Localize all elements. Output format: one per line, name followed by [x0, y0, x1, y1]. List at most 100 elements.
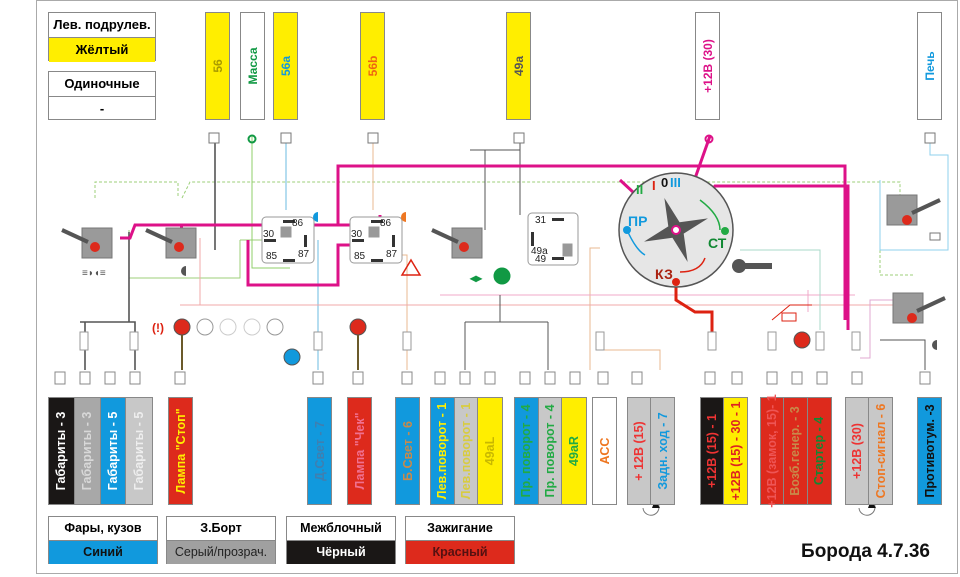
stop-warning-lamp-icon — [173, 318, 191, 336]
terminal-56a[interactable]: 56a — [273, 12, 298, 120]
relay-pin-label: 87 — [386, 249, 398, 260]
terminal-56b[interactable]: 56b — [360, 12, 385, 120]
connector-pin — [544, 371, 556, 385]
connector-pin — [434, 371, 446, 385]
type-legend-header: Одиночные — [64, 76, 140, 91]
connector-stop-signal[interactable]: +12В (30) Стоп-сигнал - 6 — [845, 397, 893, 505]
ignition-pos-0: 0 — [661, 175, 668, 190]
terminal-heater[interactable]: Печь — [917, 12, 942, 120]
connector-pin — [280, 132, 292, 144]
fuse — [402, 331, 412, 351]
side-legend-header: Лев. подрулев. — [53, 17, 151, 32]
fuse — [79, 331, 89, 351]
ignition-pos-I: I — [652, 178, 656, 193]
rear-fog-icon — [932, 340, 937, 350]
headlight-icon — [181, 266, 186, 276]
turn-indicator-lamp-icon — [493, 267, 511, 285]
relay-fog — [349, 216, 403, 264]
terminal-mass[interactable]: Масса — [240, 12, 265, 120]
switch-hazard — [431, 227, 483, 259]
legend-interblock: Межблочный Чёрный — [286, 516, 396, 564]
brake-warning-icon: (!) — [152, 321, 164, 335]
connector-left-turn[interactable]: Лев.поворот - 1 Лев.поворот - 1 49aL — [430, 397, 503, 505]
legend-header: З.Борт — [200, 521, 242, 535]
relay-pin-label: 30 — [263, 229, 275, 240]
wire-ignition — [674, 280, 714, 350]
jumper-loop — [642, 501, 660, 516]
indicator-lamp-icon — [907, 313, 917, 323]
connector-pin — [513, 132, 525, 144]
legend-tailgate: З.Борт Серый/прозрач. — [166, 516, 276, 564]
connector-pin — [129, 371, 141, 385]
switch-rear-defrost — [886, 194, 941, 226]
wire-pink — [860, 299, 895, 359]
connector-low-beam[interactable]: Б.Свет - 6 — [395, 397, 420, 505]
fog-light-icon — [401, 212, 406, 222]
switch-rear-fog — [892, 292, 946, 324]
wire-pink — [440, 290, 855, 312]
ignition-label-pr: ПР — [628, 213, 647, 229]
legend-value: Синий — [49, 540, 157, 564]
terminal-56[interactable]: 56 — [205, 12, 230, 120]
connector-pin — [519, 371, 531, 385]
connector-pin — [367, 132, 379, 144]
lamp-icon — [243, 318, 261, 336]
connector-check-lamp[interactable]: Лампа "Чек" — [347, 397, 372, 505]
key-icon — [732, 259, 772, 273]
legend-ignition: Зажигание Красный — [405, 516, 515, 564]
connector-pin — [54, 371, 66, 385]
fuse — [313, 331, 323, 351]
turn-arrows-icon: ◂▸ — [469, 271, 483, 285]
type-legend-value: - — [49, 96, 155, 121]
wire-mass — [251, 136, 290, 269]
connector-stop-lamp[interactable]: Лампа "Стоп" — [168, 397, 193, 505]
connector-pin — [484, 371, 496, 385]
terminal-30[interactable]: +12В (30) — [695, 12, 720, 120]
indicator-lamp-icon — [902, 215, 912, 225]
relay-pin-label: 86 — [380, 218, 392, 229]
connector-parking[interactable]: Габариты - 3 Габариты - 3 Габариты - 5 Г… — [48, 397, 153, 505]
indicator-lamp-icon — [459, 242, 469, 252]
connector-acc[interactable]: АСС — [592, 397, 617, 505]
relay-pin-label: 86 — [292, 218, 304, 229]
wire-brown — [181, 335, 359, 370]
lamp-icon — [219, 318, 237, 336]
signature: Борода 4.7.36 — [801, 541, 930, 562]
connector-pin — [208, 132, 220, 144]
legend-header: Фары, кузов — [64, 521, 142, 535]
legend-value: Красный — [406, 540, 514, 564]
lamp-icon — [266, 318, 284, 336]
connector-starter[interactable]: +12В (замок, 15)- 1 Возб.генер. - 3 Стар… — [760, 394, 832, 508]
connector-right-turn[interactable]: Пр. поворот - 4 Пр. поворот - 4 49aR — [514, 397, 587, 505]
wire-green — [181, 181, 901, 199]
wire-ground — [880, 339, 926, 370]
ground-terminal-icon — [247, 134, 257, 144]
wire-green — [879, 180, 915, 276]
relay-pin-label: 85 — [354, 251, 366, 262]
connector-rear-fog[interactable]: Противотум. -3 — [917, 397, 942, 505]
ignition-switch — [618, 172, 734, 288]
ignition-label-kz: КЗ — [655, 266, 673, 282]
fuse — [767, 331, 777, 351]
connector-high-beam[interactable]: Д.Свет - 7 — [307, 397, 332, 505]
power-terminal-icon — [704, 134, 714, 144]
ignition-pos-III: III — [670, 175, 681, 190]
legend-header: Межблочный — [300, 521, 382, 535]
fuse — [129, 331, 139, 351]
connector-pin — [312, 371, 324, 385]
wire-green — [94, 181, 179, 198]
relay-turn — [527, 212, 579, 266]
wire-tan — [589, 247, 661, 370]
connector-reverse[interactable]: + 12В (15) Задн. ход - 7 — [627, 397, 675, 505]
diagram-frame — [36, 0, 958, 574]
high-beam-lamp-icon — [283, 348, 301, 366]
terminal-49a[interactable]: 49a — [506, 12, 531, 120]
connector-pin — [731, 371, 743, 385]
connector-pin — [791, 371, 803, 385]
side-legend-value: Жёлтый — [49, 37, 155, 62]
relay-pin-label: 30 — [351, 229, 363, 240]
hazard-triangle-icon — [400, 258, 422, 276]
battery-icon — [781, 312, 797, 322]
connector-ignition-15[interactable]: +12В (15) - 1 +12В (15) - 30 - 1 — [700, 397, 748, 505]
